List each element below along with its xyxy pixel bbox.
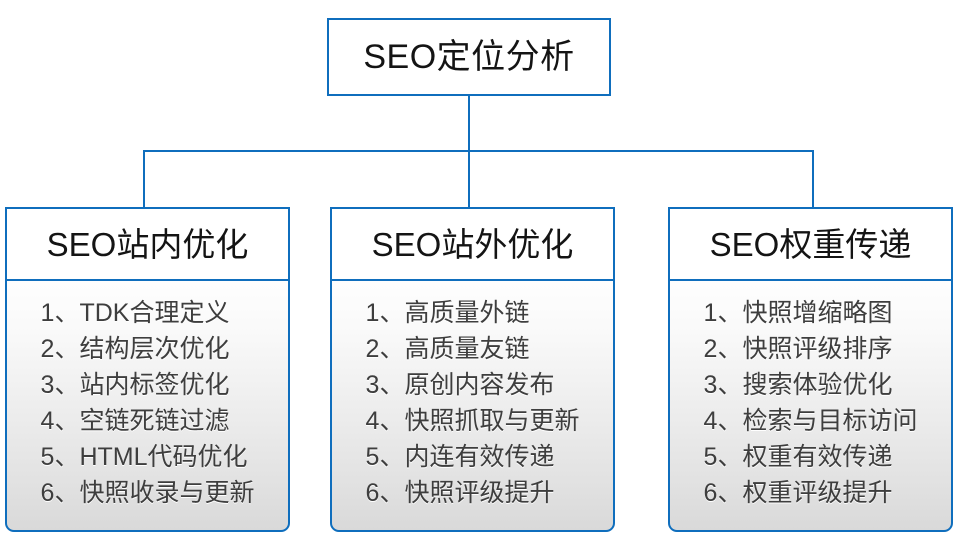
branch-column-3: SEO权重传递 1、快照增缩略图 2、快照评级排序 3、搜索体验优化 4、检索与…	[668, 207, 953, 532]
branch-header-3[interactable]: SEO权重传递	[668, 207, 953, 281]
list-item: 3、搜索体验优化	[703, 371, 893, 399]
list-item: 5、权重有效传递	[703, 443, 893, 471]
list-item: 1、高质量外链	[365, 299, 530, 327]
list-item: 1、TDK合理定义	[40, 299, 230, 327]
list-item: 2、高质量友链	[365, 335, 530, 363]
list-item: 5、内连有效传递	[365, 443, 555, 471]
branch-body-2: 1、高质量外链 2、高质量友链 3、原创内容发布 4、快照抓取与更新 5、内连有…	[330, 279, 615, 532]
branch-column-2: SEO站外优化 1、高质量外链 2、高质量友链 3、原创内容发布 4、快照抓取与…	[330, 207, 615, 532]
list-item: 2、快照评级排序	[703, 335, 893, 363]
root-node[interactable]: SEO定位分析	[327, 18, 611, 96]
list-item: 4、空链死链过滤	[40, 407, 230, 435]
branch-item-list-2: 1、高质量外链 2、高质量友链 3、原创内容发布 4、快照抓取与更新 5、内连有…	[366, 295, 580, 511]
branch-item-list-3: 1、快照增缩略图 2、快照评级排序 3、搜索体验优化 4、检索与目标访问 5、权…	[704, 295, 918, 511]
branch-header-label-1: SEO站内优化	[46, 225, 249, 263]
branch-header-2[interactable]: SEO站外优化	[330, 207, 615, 281]
list-item: 4、检索与目标访问	[703, 407, 918, 435]
list-item: 3、原创内容发布	[365, 371, 555, 399]
list-item: 5、HTML代码优化	[40, 443, 248, 471]
list-item: 3、站内标签优化	[40, 371, 230, 399]
list-item: 6、快照评级提升	[365, 479, 555, 507]
branch-body-3: 1、快照增缩略图 2、快照评级排序 3、搜索体验优化 4、检索与目标访问 5、权…	[668, 279, 953, 532]
branch-header-1[interactable]: SEO站内优化	[5, 207, 290, 281]
branch-body-1: 1、TDK合理定义 2、结构层次优化 3、站内标签优化 4、空链死链过滤 5、H…	[5, 279, 290, 532]
root-node-label: SEO定位分析	[363, 38, 575, 76]
branch-header-label-3: SEO权重传递	[709, 225, 912, 263]
list-item: 4、快照抓取与更新	[365, 407, 580, 435]
branch-header-label-2: SEO站外优化	[371, 225, 574, 263]
branch-item-list-1: 1、TDK合理定义 2、结构层次优化 3、站内标签优化 4、空链死链过滤 5、H…	[41, 295, 255, 511]
branch-column-1: SEO站内优化 1、TDK合理定义 2、结构层次优化 3、站内标签优化 4、空链…	[5, 207, 290, 532]
list-item: 6、快照收录与更新	[40, 479, 255, 507]
list-item: 1、快照增缩略图	[703, 299, 893, 327]
list-item: 6、权重评级提升	[703, 479, 893, 507]
list-item: 2、结构层次优化	[40, 335, 230, 363]
